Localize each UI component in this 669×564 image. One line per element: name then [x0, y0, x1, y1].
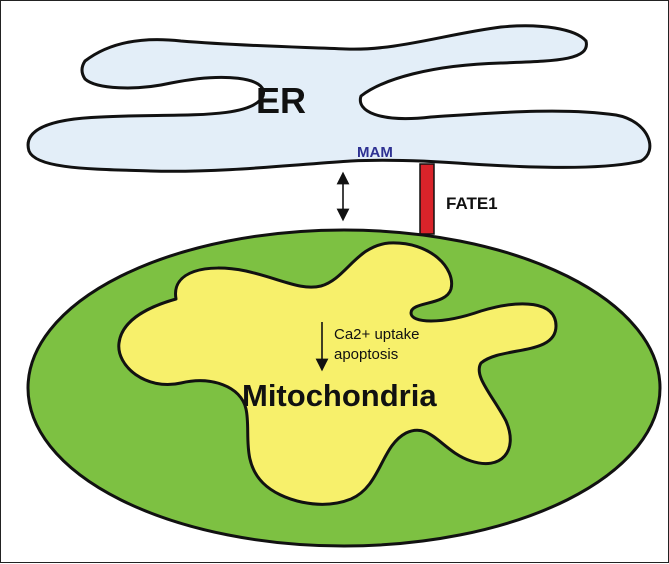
fate1-label: FATE1 [446, 194, 498, 213]
mam-label: MAM [357, 144, 393, 161]
mitochondria-matrix [117, 241, 558, 506]
mitochondria-label: Mitochondria [242, 378, 437, 413]
apoptosis-label: apoptosis [334, 346, 398, 363]
er-membrane [26, 24, 652, 173]
ca-uptake-label: Ca2+ uptake [334, 326, 419, 343]
fate1-tether [419, 163, 435, 235]
er-label: ER [256, 80, 306, 121]
